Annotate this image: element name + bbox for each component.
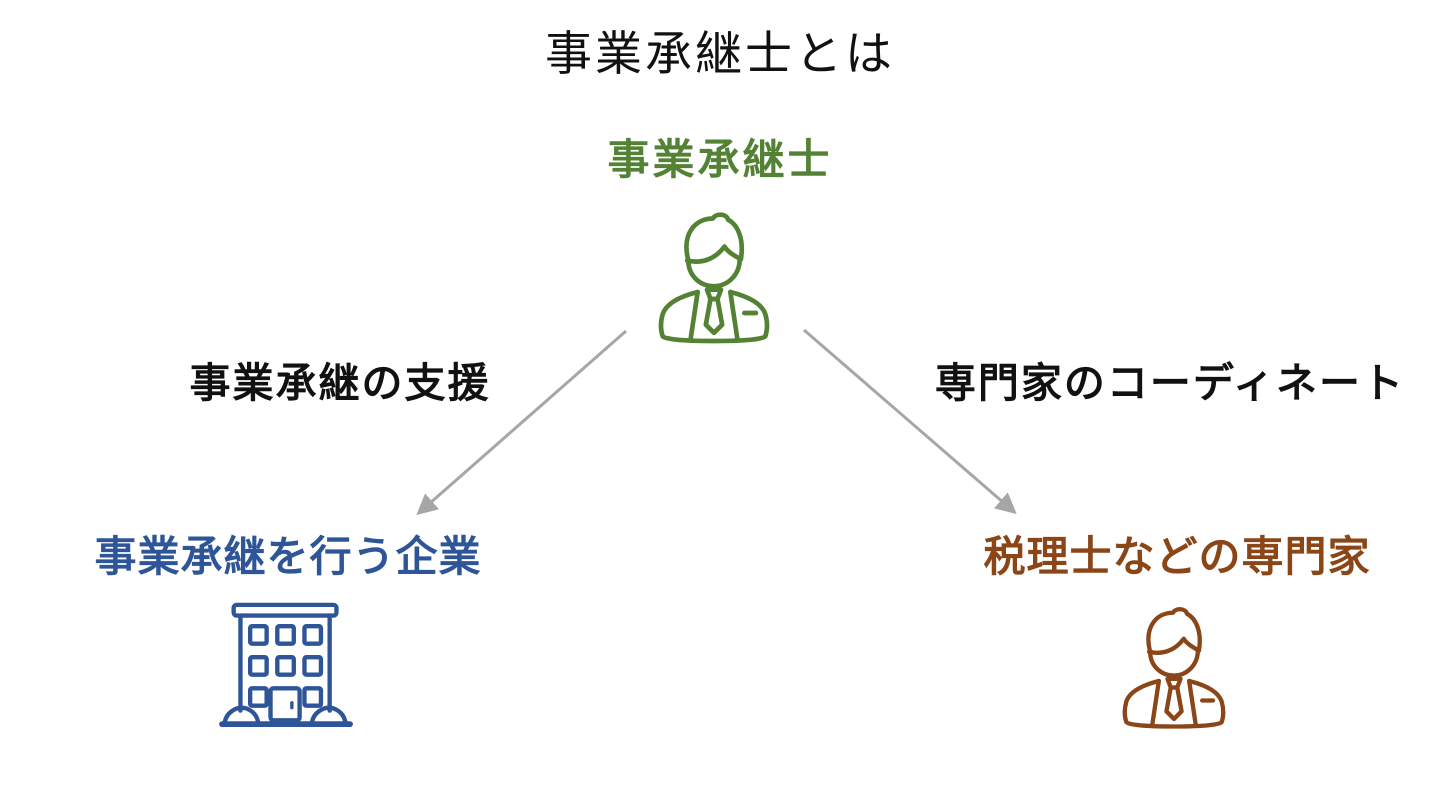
businessman-icon xyxy=(1122,605,1226,731)
office-building-icon xyxy=(219,601,355,729)
experts-label: 税理士などの専門家 xyxy=(983,533,1371,580)
arrow-left xyxy=(416,329,627,516)
edge-left-label: 事業承継の支援 xyxy=(189,360,491,406)
company-label: 事業承継を行う企業 xyxy=(94,533,482,580)
edge-right-label: 専門家のコーディネート xyxy=(934,360,1406,406)
slide-title: 事業承継士とは xyxy=(545,27,895,80)
arrow-right xyxy=(803,328,1017,515)
specialist-label: 事業承継士 xyxy=(607,136,833,183)
businessman-icon xyxy=(658,210,770,346)
